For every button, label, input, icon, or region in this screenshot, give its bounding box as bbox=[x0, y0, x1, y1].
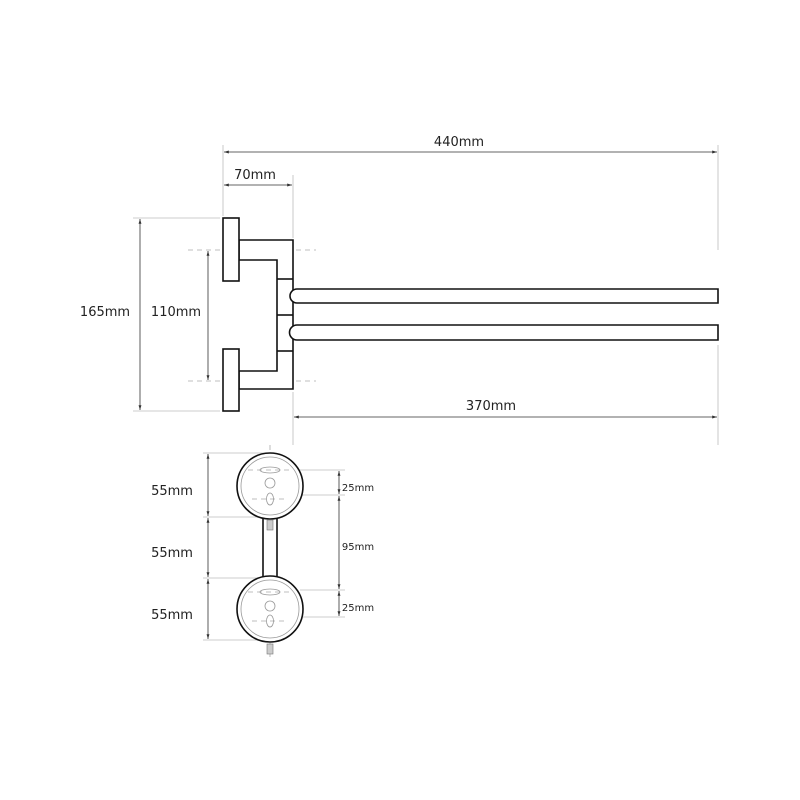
front-view: 55mm 55mm 55mm 25mm 95mm 25mm bbox=[151, 445, 374, 660]
towel-bar-upper bbox=[289, 288, 719, 304]
dim-bar-spacing: 110mm bbox=[151, 305, 201, 320]
dim-hole-offset-lower: 25mm bbox=[342, 603, 374, 614]
wall-plate-lower bbox=[222, 348, 240, 412]
towel-rail-front bbox=[236, 452, 304, 655]
wall-plate-upper bbox=[222, 217, 240, 282]
towel-rail-side bbox=[222, 217, 719, 412]
dim-neck: 55mm bbox=[151, 546, 193, 561]
wall-plate-lower bbox=[236, 575, 304, 643]
dim-mount-depth: 70mm bbox=[234, 168, 276, 183]
dim-plate-lower: 55mm bbox=[151, 608, 193, 623]
dim-overall-length: 440mm bbox=[434, 135, 484, 150]
dim-overall-height: 165mm bbox=[80, 305, 130, 320]
screw-icon bbox=[266, 519, 274, 531]
dimension-lines bbox=[138, 150, 717, 419]
dim-hole-spacing: 95mm bbox=[342, 542, 374, 553]
extension-lines bbox=[133, 145, 719, 445]
dim-bar-length: 370mm bbox=[466, 399, 516, 414]
dim-plate-upper: 55mm bbox=[151, 484, 193, 499]
screw-icon bbox=[266, 643, 274, 655]
wall-plate-upper bbox=[236, 452, 304, 520]
towel-bar-lower bbox=[288, 324, 719, 341]
dim-hole-offset-upper: 25mm bbox=[342, 483, 374, 494]
side-view: 440mm 70mm 165mm 110mm 370mm bbox=[80, 135, 719, 445]
dimension-lines bbox=[206, 454, 341, 639]
